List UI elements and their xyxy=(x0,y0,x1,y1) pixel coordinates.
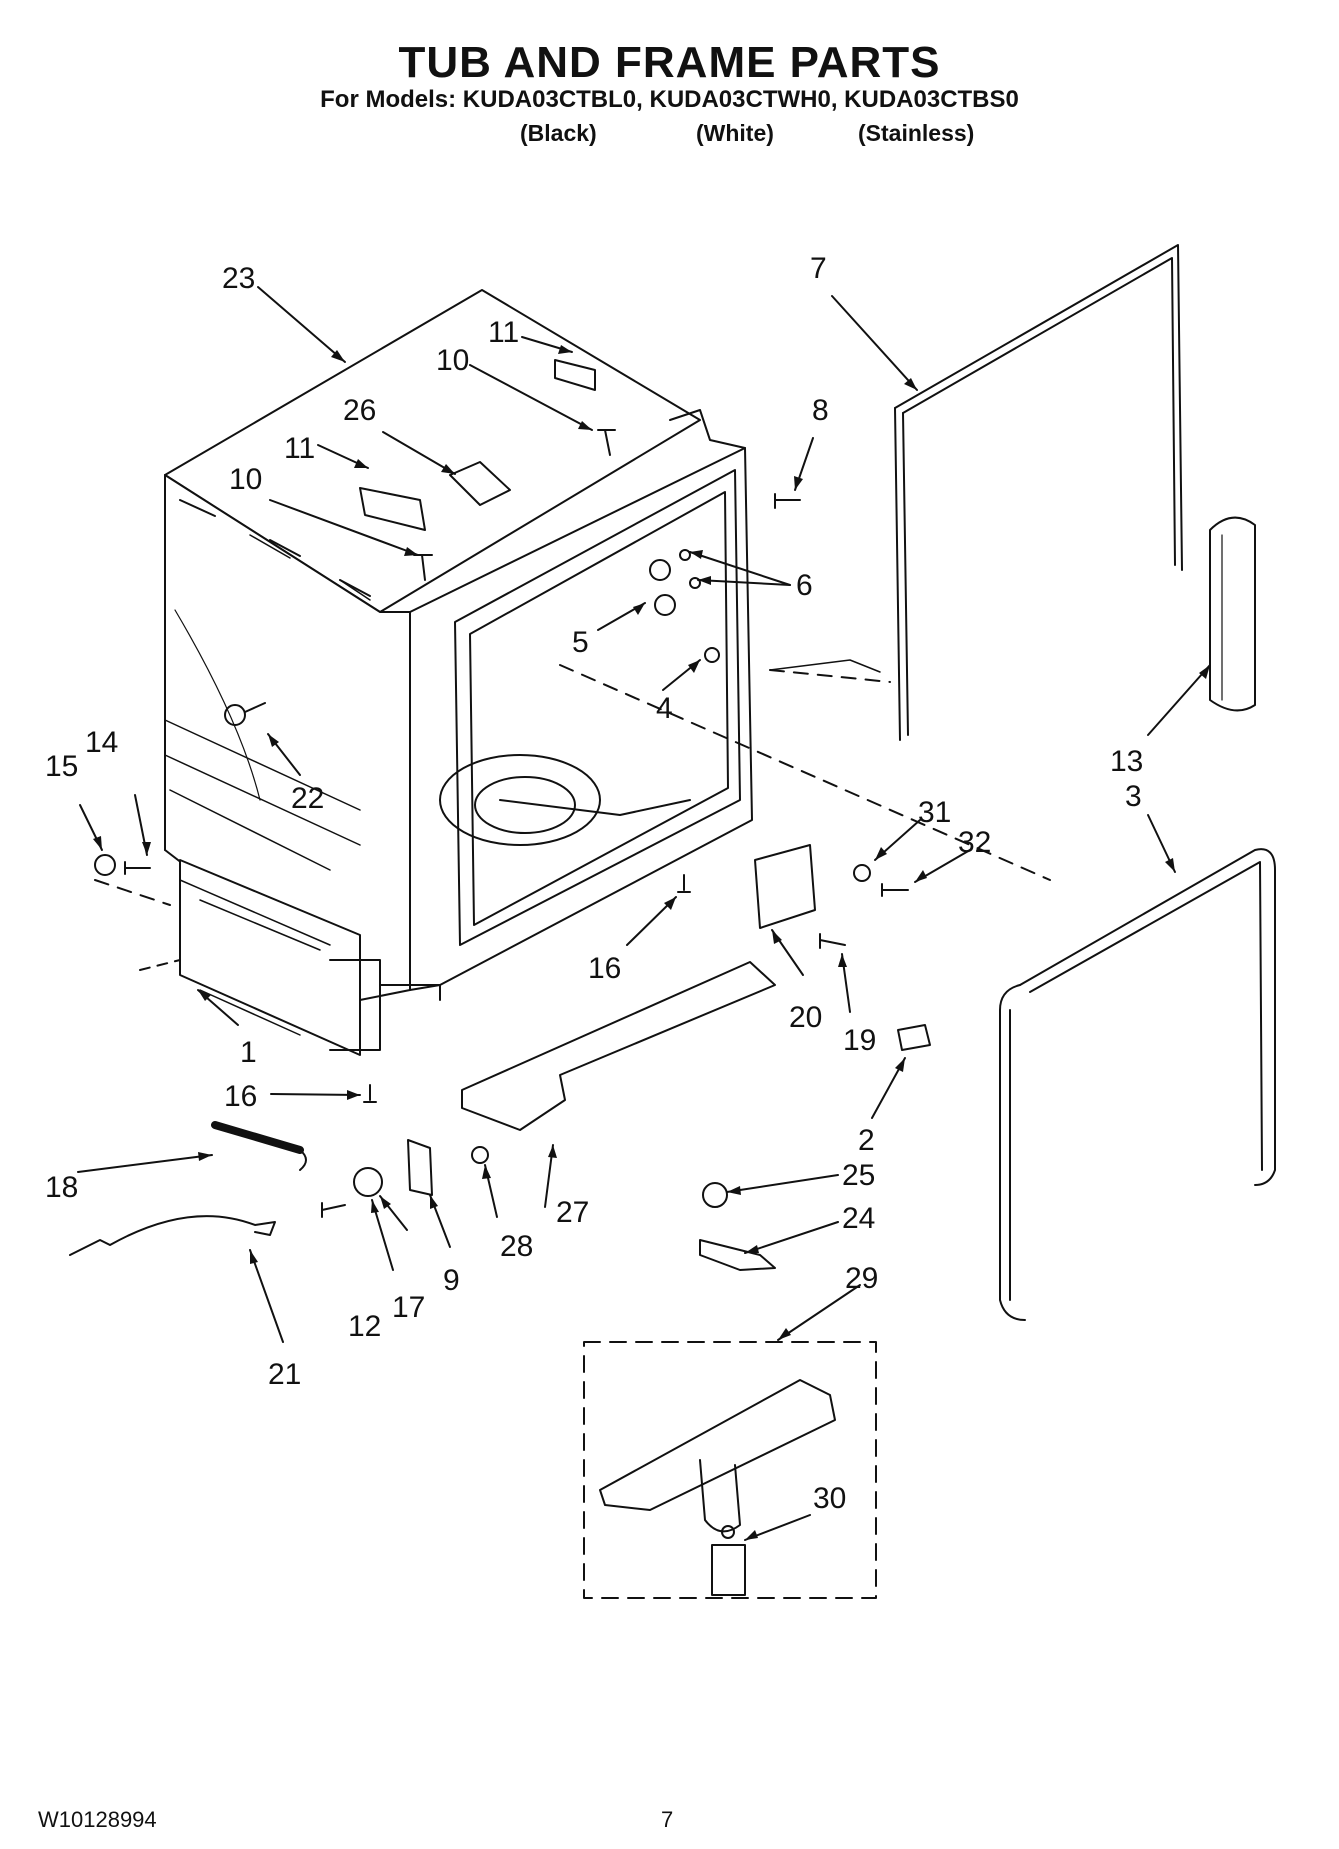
part-21 xyxy=(69,1215,276,1256)
part-24 xyxy=(699,1239,776,1271)
part-8 xyxy=(774,493,801,509)
part-11-lower xyxy=(359,487,426,531)
callout-4: 4 xyxy=(656,692,673,725)
callout-22: 22 xyxy=(291,782,324,815)
variant-black: (Black) xyxy=(520,120,597,146)
part-26 xyxy=(449,461,511,506)
part-27 xyxy=(461,961,776,1131)
callout-24: 24 xyxy=(842,1202,875,1235)
part-5-a xyxy=(649,559,671,581)
variant-stainless: (Stainless) xyxy=(858,120,975,146)
callout-16-upper: 16 xyxy=(588,952,621,985)
part-29 xyxy=(599,1379,836,1511)
part-16-lower xyxy=(363,1084,377,1103)
part-5-b xyxy=(654,594,676,616)
callout-12: 12 xyxy=(348,1310,381,1343)
callout-5: 5 xyxy=(572,626,589,659)
callout-1: 1 xyxy=(240,1036,257,1069)
part-14 xyxy=(124,861,151,875)
callout-31: 31 xyxy=(918,796,951,829)
variant-white: (White) xyxy=(696,120,774,146)
part-20 xyxy=(754,844,816,929)
callout-20: 20 xyxy=(789,1001,822,1034)
page-number: 7 xyxy=(661,1807,674,1832)
base-gasket xyxy=(999,848,1276,1321)
callout-15: 15 xyxy=(45,750,78,783)
callout-13: 13 xyxy=(1110,745,1143,778)
callout-19: 19 xyxy=(843,1024,876,1057)
callout-29: 29 xyxy=(845,1262,878,1295)
callout-32: 32 xyxy=(958,826,991,859)
callout-8: 8 xyxy=(812,394,829,427)
callout-11-upper: 11 xyxy=(488,316,519,349)
part-18 xyxy=(211,1121,304,1154)
part-22 xyxy=(224,704,246,726)
callout-16-lower: 16 xyxy=(224,1080,257,1113)
part-6-a xyxy=(679,549,691,561)
callout-30: 30 xyxy=(813,1482,846,1515)
door-gasket xyxy=(894,244,1183,741)
callout-2: 2 xyxy=(858,1124,875,1157)
callout-25: 25 xyxy=(842,1159,875,1192)
part-32 xyxy=(881,883,909,897)
part-6-b xyxy=(689,577,701,589)
callout-11-lower: 11 xyxy=(284,432,315,465)
document-number: W10128994 xyxy=(38,1807,157,1832)
part-12 xyxy=(321,1202,346,1218)
callout-21: 21 xyxy=(268,1358,301,1391)
callout-10-lower: 10 xyxy=(229,463,262,496)
callout-27: 27 xyxy=(556,1196,589,1229)
part-25 xyxy=(702,1182,728,1208)
part-2 xyxy=(897,1024,931,1051)
part-31 xyxy=(853,864,871,882)
callout-10-upper: 10 xyxy=(436,344,469,377)
page-title: TUB AND FRAME PARTS xyxy=(398,38,941,87)
part-10-upper xyxy=(597,429,616,456)
part-11-upper xyxy=(554,359,596,391)
part-17 xyxy=(353,1167,383,1197)
callout-6: 6 xyxy=(796,569,813,602)
part-28 xyxy=(471,1146,489,1164)
tub-assembly xyxy=(94,289,1051,1056)
part-4 xyxy=(704,647,720,663)
part-9 xyxy=(407,1139,433,1196)
callout-26: 26 xyxy=(343,394,376,427)
part-16-upper xyxy=(677,874,691,893)
model-list: For Models: KUDA03CTBL0, KUDA03CTWH0, KU… xyxy=(320,86,1019,113)
part-15 xyxy=(94,854,116,876)
callout-23: 23 xyxy=(222,262,255,295)
callout-7: 7 xyxy=(810,252,827,285)
callout-28: 28 xyxy=(500,1230,533,1263)
part-30 xyxy=(711,1544,746,1596)
part-29-box xyxy=(583,1341,877,1599)
hinge-tube xyxy=(1209,516,1256,712)
callout-3: 3 xyxy=(1125,780,1142,813)
callout-9: 9 xyxy=(443,1264,460,1297)
callout-17: 17 xyxy=(392,1291,425,1324)
callout-18: 18 xyxy=(45,1171,78,1204)
callout-14: 14 xyxy=(85,726,118,759)
part-19 xyxy=(819,933,846,949)
